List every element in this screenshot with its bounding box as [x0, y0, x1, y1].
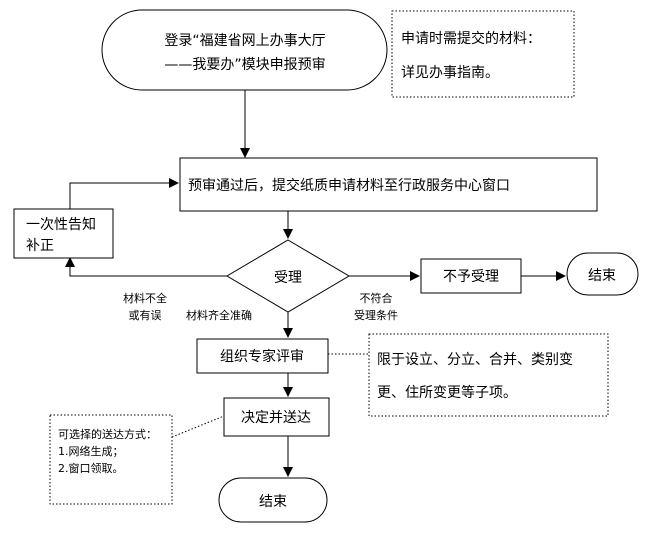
submit-paper-label: 预审通过后，提交纸质申请材料至行政服务中心窗口	[188, 177, 510, 194]
accept-label: 受理	[274, 270, 302, 286]
node-decide-and-deliver: 决定并送达	[223, 397, 330, 437]
expert-review-label: 组织专家评审	[220, 348, 304, 365]
delivery-note-item2: 2.窗口领取。	[58, 461, 124, 475]
edge-label-not-meet-line1: 不符合	[360, 291, 393, 305]
login-label-line1: 登录“福建省网上办事大厅	[164, 33, 325, 49]
node-login-portal: 登录“福建省网上办事大厅 ——我要办”模块申报预审	[101, 9, 388, 91]
node-expert-review: 组织专家评审	[196, 338, 329, 374]
notify-label-line2: 补正	[26, 238, 54, 254]
arrow-accept-to-notify	[65, 257, 228, 277]
end-top-label: 结束	[588, 268, 616, 284]
edge-label-complete: 材料齐全准确	[186, 308, 252, 322]
note-delivery-methods: 可选择的送达方式： 1.网络生成； 2.窗口领取。	[49, 414, 173, 505]
edge-label-incomplete-line2: 或有误	[129, 308, 162, 322]
dotted-link-delivery-note-to-decide	[171, 415, 225, 438]
delivery-note-item1: 1.网络生成；	[58, 444, 124, 458]
reject-label: 不予受理	[443, 269, 499, 285]
login-label-line2: ——我要办”模块申报预审	[164, 57, 325, 73]
decide-deliver-label: 决定并送达	[241, 410, 311, 426]
materials-note-line1: 申请时需提交的材料：	[401, 30, 541, 47]
end-bottom-label: 结束	[259, 494, 287, 510]
arrow-notify-to-submit	[69, 178, 179, 209]
note-required-materials: 申请时需提交的材料： 详见办事指南。	[391, 10, 575, 98]
node-one-time-notification: 一次性告知 补正	[13, 208, 114, 259]
node-end-final: 结束	[218, 477, 328, 523]
scope-note-line1: 限于设立、分立、合并、类别变	[377, 352, 573, 368]
node-accept-decision: 受理	[226, 239, 350, 313]
node-reject: 不予受理	[420, 258, 522, 294]
notify-label-line1: 一次性告知	[26, 216, 96, 233]
scope-note-line2: 更、住所变更等子项。	[377, 384, 517, 401]
edge-label-incomplete-line1: 材料不全	[123, 291, 167, 305]
node-submit-paper-materials: 预审通过后，提交纸质申请材料至行政服务中心窗口	[179, 157, 598, 212]
materials-note-line2: 详见办事指南。	[401, 65, 499, 81]
edge-label-not-meet-line2: 受理条件	[354, 308, 398, 322]
note-review-scope: 限于设立、分立、合并、类别变 更、住所变更等子项。	[368, 333, 609, 417]
delivery-note-title: 可选择的送达方式：	[58, 427, 157, 441]
node-end-rejected: 结束	[566, 252, 639, 296]
